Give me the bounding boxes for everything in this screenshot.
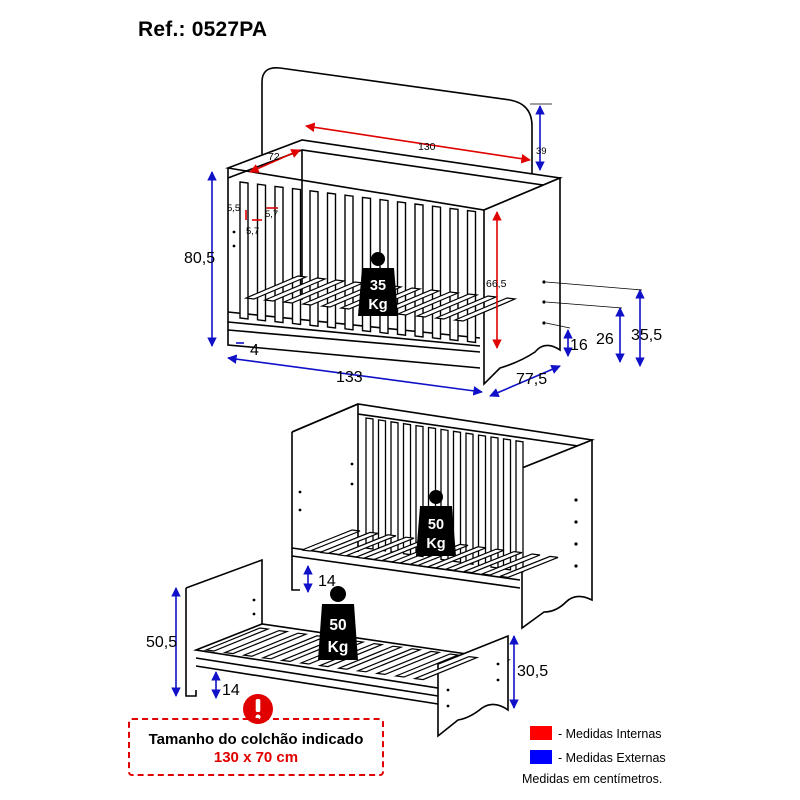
label-5-7a: 5,7: [246, 226, 259, 237]
crib-slat: [326, 192, 337, 329]
label-130: 130: [418, 141, 436, 153]
crib-slat: [466, 209, 477, 344]
crib-panel-holes: [232, 230, 546, 325]
label-66-5: 66,5: [486, 278, 507, 290]
minibed-mattress-slat: [463, 550, 523, 574]
crib-headboard-curve: [261, 66, 533, 190]
minibed-slat: [502, 438, 512, 571]
label-77-5: 77,5: [516, 371, 547, 388]
minibed-left-panel: [291, 432, 300, 591]
weight-icon: 50 Kg: [318, 586, 358, 660]
crib-mattress-slat: [281, 279, 347, 304]
bed-footboard: [437, 634, 509, 738]
crib-capacity-unit: Kg: [368, 297, 387, 313]
bed-mattress-slat: [374, 650, 442, 676]
crib-slat: [344, 194, 354, 331]
minibed-mattress-slat: [301, 529, 361, 552]
mattress-notice-title: Tamanho do colchão indicado: [148, 731, 364, 748]
minibed-mattress-slat: [445, 548, 505, 571]
minibed-slat: [452, 430, 462, 564]
legend-swatch-external: [530, 750, 552, 764]
minibed-capacity-value: 50: [428, 517, 444, 533]
minibed-slat: [377, 419, 387, 552]
legend-item-external: - Medidas Externas: [530, 750, 730, 765]
bed-panel-holes: [252, 598, 500, 708]
minibed-slat: [490, 436, 499, 569]
label-14-bed: 14: [222, 682, 240, 699]
minibed-drawing: [291, 403, 596, 630]
crib-slat: [291, 187, 302, 326]
minibed-slat: [390, 421, 399, 554]
minibed-slat: [365, 417, 374, 550]
mattress-notice-size: 130 x 70 cm: [213, 749, 299, 766]
legend-label-external: - Medidas Externas: [558, 751, 666, 765]
label-30-5: 30,5: [517, 663, 548, 680]
page-title: Ref.: 0527PA: [138, 18, 268, 41]
label-39: 39: [536, 146, 547, 157]
crib-mattress-slat: [395, 291, 461, 316]
bed-external-dimensions: [171, 587, 519, 709]
dim-line-130: [305, 122, 531, 164]
crib-external-dimensions: [207, 105, 645, 398]
label-5-7b: 5,7: [265, 209, 278, 220]
crib-mattress-slat: [414, 293, 480, 318]
label-72: 72: [268, 151, 280, 163]
label-133: 133: [336, 369, 363, 386]
crib-dimension-labels: 130 72 39 5,5 5,7 5,7 66,5 80,5 4 133 77…: [184, 141, 662, 388]
minibed-slat: [402, 422, 412, 556]
minibed-mattress-slat: [499, 555, 559, 579]
minibed-mattress-slat: [337, 534, 397, 557]
crib-internal-dimensions: [245, 122, 531, 349]
bed-dimension-labels: 50,5 14 30,5: [146, 634, 548, 699]
dim-line-133: [227, 354, 483, 396]
weight-icon: 35 Kg: [358, 252, 398, 316]
crib-mattress-slat: [243, 275, 309, 300]
minibed-mattress-slat: [355, 536, 415, 559]
bed-capacity-value: 50: [329, 617, 346, 634]
label-50-5: 50,5: [146, 634, 177, 651]
bed-mattress-slat: [393, 653, 461, 678]
dim-line-72: [249, 149, 301, 173]
legend-label-internal: - Medidas Internas: [558, 727, 662, 741]
mattress-notice: Tamanho do colchão indicado 130 x 70 cm: [128, 718, 384, 776]
crib-mattress-slat: [262, 277, 328, 302]
label-4: 4: [250, 342, 259, 359]
crib-slat: [309, 190, 319, 327]
minibed-front-panel: [521, 438, 593, 630]
crib-slat: [256, 183, 267, 322]
label-14-minibed: 14: [318, 573, 336, 590]
label-80-5: 80,5: [184, 250, 215, 267]
bed-mattress-slats: [203, 627, 480, 681]
minibed-panel-holes: [298, 462, 578, 568]
crib-capacity-value: 35: [370, 278, 386, 294]
bed-mattress-slat: [241, 632, 309, 657]
label-26: 26: [596, 331, 614, 348]
bed-mattress-slat: [222, 629, 290, 655]
units-note: Medidas em centímetros.: [522, 772, 663, 786]
bed-mattress-slat: [203, 627, 271, 652]
label-35-5: 35,5: [631, 327, 662, 344]
crib-leader-lines: [530, 103, 643, 329]
bed-mattress-slat: [336, 645, 404, 670]
label-5-5: 5,5: [227, 203, 240, 214]
minibed-slat: [465, 432, 474, 565]
minibed-mattress-slat: [319, 531, 379, 555]
minibed-mattress-slat: [481, 553, 541, 576]
bed-headboard: [185, 588, 197, 697]
bed-mattress-slat: [412, 655, 480, 681]
weight-icon: 50 Kg: [416, 490, 456, 556]
bed-capacity-unit: Kg: [328, 639, 349, 656]
bed-mattress-slat: [355, 648, 423, 673]
legend-item-internal: - Medidas Internas: [530, 726, 730, 741]
dim-line-77-5: [489, 364, 561, 398]
bed-headboard-top: [185, 558, 263, 630]
minibed-capacity-unit: Kg: [426, 536, 445, 552]
minibed-mattress-slat: [427, 546, 487, 569]
label-16: 16: [570, 337, 588, 354]
legend-swatch-internal: [530, 726, 552, 740]
crib-slat: [274, 185, 284, 324]
